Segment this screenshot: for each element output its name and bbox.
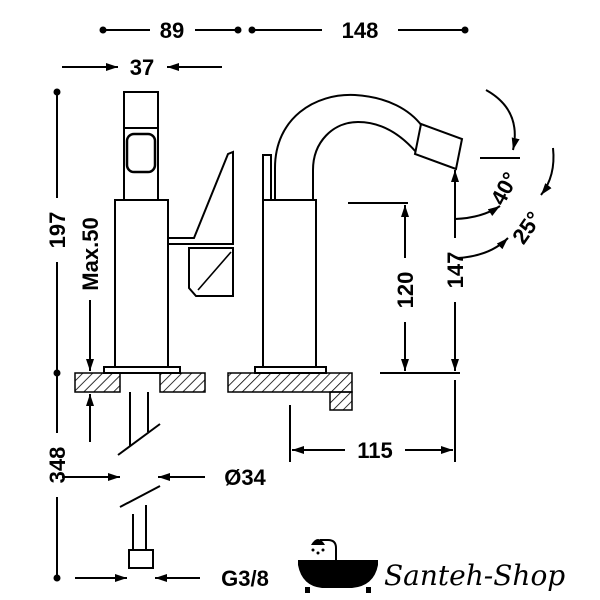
dimension-label-120: 120 (393, 272, 418, 309)
dimension-max-deck: Max.50 (78, 217, 103, 442)
shower-pipe (320, 539, 337, 560)
dimension-lever-width: 37 (62, 55, 222, 80)
angle-arc (485, 89, 520, 151)
lever-arm (167, 150, 234, 245)
dimension-spout-height: 147 (443, 170, 468, 371)
dimension-dot (234, 26, 242, 34)
water-drop (311, 548, 315, 552)
tub-leg (305, 587, 310, 593)
dimension-label-pipe: Ø34 (224, 465, 266, 490)
deck-hatch (74, 372, 121, 393)
thread-fitting (128, 549, 154, 569)
base-flange (103, 366, 181, 374)
cartridge-knob (125, 132, 157, 174)
faucet-body (114, 199, 169, 369)
tub-leg (366, 587, 371, 593)
lever-block (188, 247, 234, 297)
spout-inner-edge (312, 120, 417, 200)
faucet-front-view (227, 93, 464, 411)
deck-hatch-step (329, 391, 353, 411)
pipe-break-line (117, 423, 161, 456)
dimension-label-89: 89 (160, 18, 184, 43)
dimension-spout-angles: 40° 25° (454, 89, 555, 259)
logo-text: Santeh-Shop (384, 559, 565, 592)
dimension-total-height: 197 (45, 88, 70, 377)
deck-hatch (227, 372, 353, 393)
dimension-dot (53, 574, 61, 582)
lever-edge (262, 154, 272, 201)
angle-arc (454, 205, 501, 220)
shower-head (311, 539, 325, 545)
water-drop (321, 548, 325, 552)
lever-chamfer (197, 251, 232, 291)
dimension-thread: G3/8 (75, 566, 269, 591)
dimension-label-37: 37 (130, 55, 154, 80)
spout-outer-edge (274, 93, 423, 200)
angle-arc (457, 237, 509, 259)
dimension-pipe-diameter: Ø34 (62, 465, 267, 490)
pipe-break-line (119, 485, 161, 508)
dimension-label-148: 148 (342, 18, 379, 43)
dimension-dot (461, 26, 469, 34)
dimension-label-197: 197 (45, 212, 70, 249)
angle-label-40: 40° (486, 168, 524, 209)
spout-nozzle (413, 122, 464, 171)
brand-logo: Santeh-Shop (298, 539, 565, 593)
dimension-spout-width: 148 (248, 18, 469, 43)
dimension-spout-reach: 115 (289, 380, 456, 463)
tub-body (298, 560, 378, 588)
dimension-below-deck: 348 (45, 373, 70, 582)
dimension-label-max50: Max.50 (78, 217, 103, 290)
faucet-body (262, 199, 317, 368)
angle-arc (540, 147, 555, 196)
dimension-label-thread: G3/8 (221, 566, 269, 591)
angle-label-25: 25° (507, 207, 547, 249)
deck-hatch (159, 372, 206, 393)
dimension-body-height: 120 (348, 202, 460, 374)
faucet-side-view (74, 91, 234, 569)
dimension-handle-width: 89 (99, 18, 242, 43)
dimension-label-115: 115 (357, 438, 393, 463)
bathtub-icon (298, 539, 378, 593)
water-drop (316, 551, 320, 555)
